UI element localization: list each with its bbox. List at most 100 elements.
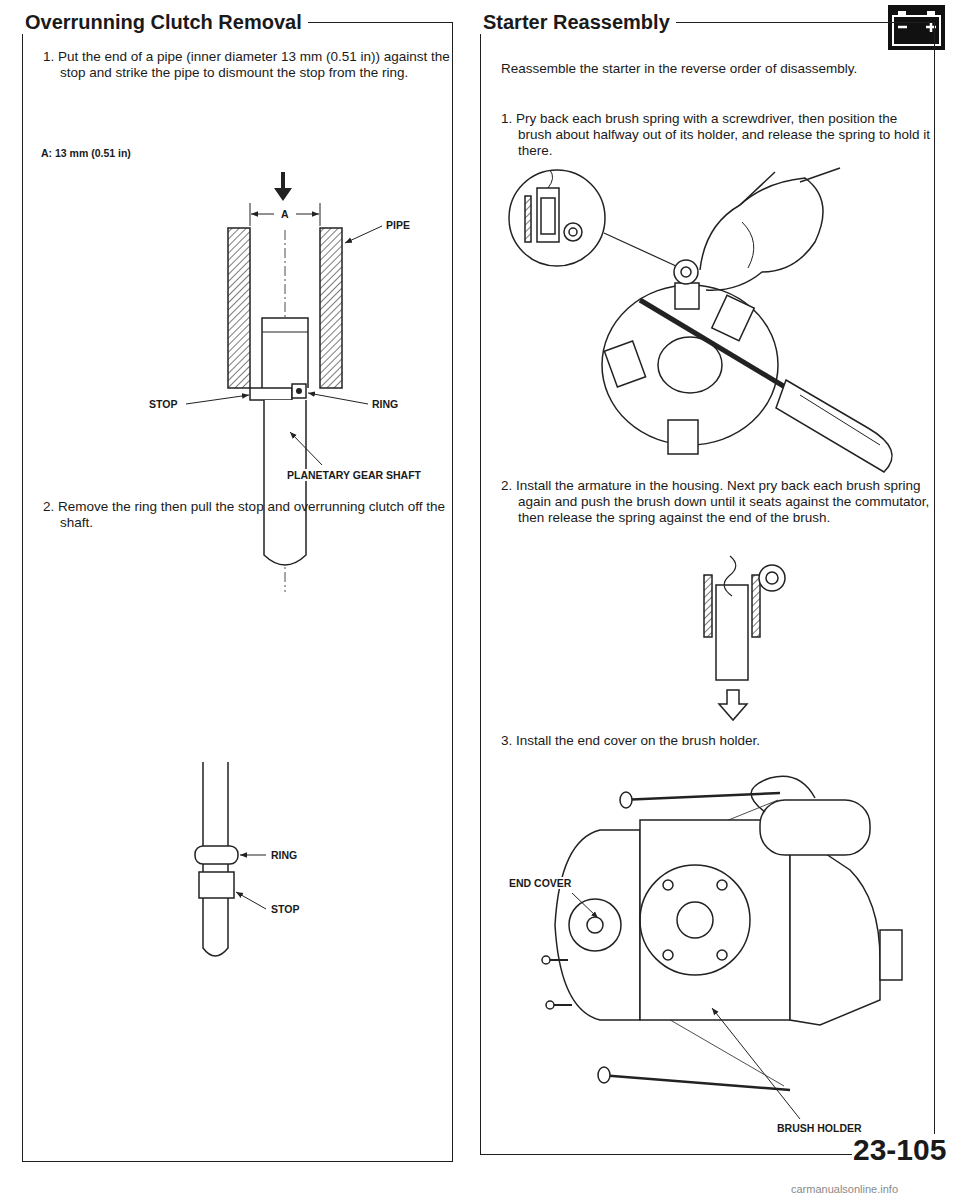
- brush-pry-illustration-part: [668, 420, 698, 454]
- shaft-illustration-part: [195, 846, 238, 864]
- brush-seat-illustration-part: [719, 690, 747, 720]
- part-label: PLANETARY GEAR SHAFT: [286, 469, 422, 481]
- brush-pry-illustration-part: [569, 228, 577, 236]
- brush-seat-illustration-part: [724, 556, 736, 596]
- brush-seat-illustration-part: [759, 565, 785, 591]
- part-label: RING: [270, 849, 298, 861]
- pipe-illustration-part: [250, 388, 292, 400]
- starter-illustration: [542, 776, 902, 1119]
- brush-pry-illustration-part: [675, 283, 699, 309]
- starter-illustration-part: [717, 950, 727, 960]
- starter-illustration-part: [555, 830, 640, 1020]
- starter-illustration-part: [587, 917, 603, 933]
- pipe-illustration-part: [296, 214, 319, 215]
- brush-pry-illustration-part: [640, 300, 790, 390]
- starter-illustration-part: [663, 950, 673, 960]
- brush-pry-illustration-part: [700, 172, 775, 270]
- starter-illustration-part: [572, 893, 598, 918]
- pipe-illustration-part: [262, 332, 308, 333]
- brush-pry-illustration-part: [800, 395, 880, 445]
- battery-icon-part: [927, 11, 935, 16]
- pipe-illustration-part: [228, 228, 250, 388]
- part-label: PIPE: [385, 219, 411, 231]
- starter-illustration-part: [569, 899, 621, 951]
- battery-icon-part: [888, 5, 945, 50]
- pipe-illustration-part: [320, 228, 342, 388]
- part-label: RING: [371, 398, 399, 410]
- starter-illustration-part: [598, 1067, 610, 1083]
- part-label: BRUSH HOLDER: [776, 1122, 863, 1134]
- brush-seat-illustration-part: [716, 585, 748, 680]
- part-label: STOP: [270, 903, 300, 915]
- shaft-illustration-part: [236, 892, 266, 909]
- part-label: END COVER: [508, 877, 572, 889]
- brush-pry-illustration-part: [800, 168, 840, 182]
- instruction-step: 2. Install the armature in the housing. …: [501, 478, 933, 526]
- battery-icon: [888, 5, 945, 50]
- brush-seat-illustration: [704, 556, 785, 720]
- pipe-illustration-part: [264, 400, 306, 565]
- section-heading: Overrunning Clutch Removal: [19, 10, 308, 34]
- starter-illustration-part: [717, 880, 727, 890]
- starter-illustration-part: [663, 880, 673, 890]
- pipe-illustration-part: [308, 393, 368, 404]
- shaft-illustration: [195, 762, 266, 956]
- pipe-illustration-part: [274, 172, 292, 201]
- starter-illustration-part: [790, 830, 880, 1025]
- brush-pry-illustration-part: [548, 170, 553, 188]
- section-panel: Overrunning Clutch Removal1. Put the end…: [22, 22, 453, 1162]
- instruction-step: 3. Install the end cover on the brush ho…: [501, 733, 933, 749]
- pipe-illustration-part: [345, 226, 382, 243]
- brush-pry-illustration-part: [681, 267, 691, 277]
- shaft-illustration-part: [199, 872, 234, 898]
- watermark: carmanualsonline.info: [790, 1183, 899, 1196]
- starter-illustration-part: [640, 865, 750, 975]
- brush-seat-illustration-part: [752, 575, 760, 637]
- pipe-illustration-part: [251, 214, 274, 215]
- brush-pry-illustration-part: [525, 196, 531, 242]
- starter-illustration-part: [620, 792, 632, 808]
- starter-illustration-part: [546, 1001, 554, 1009]
- brush-pry-illustration-part: [509, 170, 605, 266]
- brush-pry-illustration-part: [706, 178, 823, 290]
- brush-seat-illustration-part: [766, 572, 778, 584]
- brush-pry-illustration-part: [674, 260, 698, 284]
- brush-pry-illustration-part: [742, 222, 754, 268]
- battery-icon-part: [893, 16, 940, 45]
- battery-icon-part: [930, 22, 933, 32]
- brush-pry-illustration-part: [604, 233, 676, 266]
- pipe-illustration-part: [292, 384, 306, 398]
- section-heading: Starter Reassembly: [477, 10, 676, 34]
- starter-illustration-part: [548, 959, 568, 961]
- starter-illustration-part: [880, 930, 902, 980]
- starter-illustration-part: [640, 820, 790, 1020]
- brush-pry-illustration: [509, 168, 892, 472]
- instruction-intro: Reassemble the starter in the reverse or…: [501, 61, 911, 77]
- brush-pry-illustration-part: [564, 223, 582, 241]
- starter-illustration-part: [600, 1075, 790, 1090]
- starter-illustration-part: [620, 793, 780, 800]
- starter-illustration-part: [552, 1004, 572, 1006]
- shaft-illustration-part: [240, 855, 266, 856]
- instruction-step: 1. Put the end of a pipe (inner diameter…: [43, 49, 455, 81]
- pipe-illustration-part: [290, 432, 322, 465]
- pipe-illustration-part: [262, 318, 308, 388]
- pipe-illustration-part: [320, 203, 321, 226]
- dimension-label: A: [280, 208, 290, 220]
- pipe-illustration-part: [296, 388, 302, 394]
- brush-pry-illustration-part: [776, 380, 892, 472]
- part-label: STOP: [148, 398, 178, 410]
- section-panel: Starter ReassemblyReassemble the starter…: [480, 22, 935, 1155]
- battery-icon-part: [898, 26, 907, 29]
- battery-icon-part: [898, 11, 906, 16]
- starter-illustration-part: [712, 1008, 800, 1119]
- pipe-illustration: [186, 172, 382, 592]
- instruction-step: 2. Remove the ring then pull the stop an…: [43, 499, 450, 531]
- dimension-note: A: 13 mm (0.51 in): [41, 147, 131, 159]
- brush-pry-illustration-part: [604, 341, 645, 387]
- brush-seat-illustration-part: [704, 575, 712, 637]
- starter-illustration-part: [760, 800, 870, 855]
- starter-illustration-part: [677, 902, 713, 938]
